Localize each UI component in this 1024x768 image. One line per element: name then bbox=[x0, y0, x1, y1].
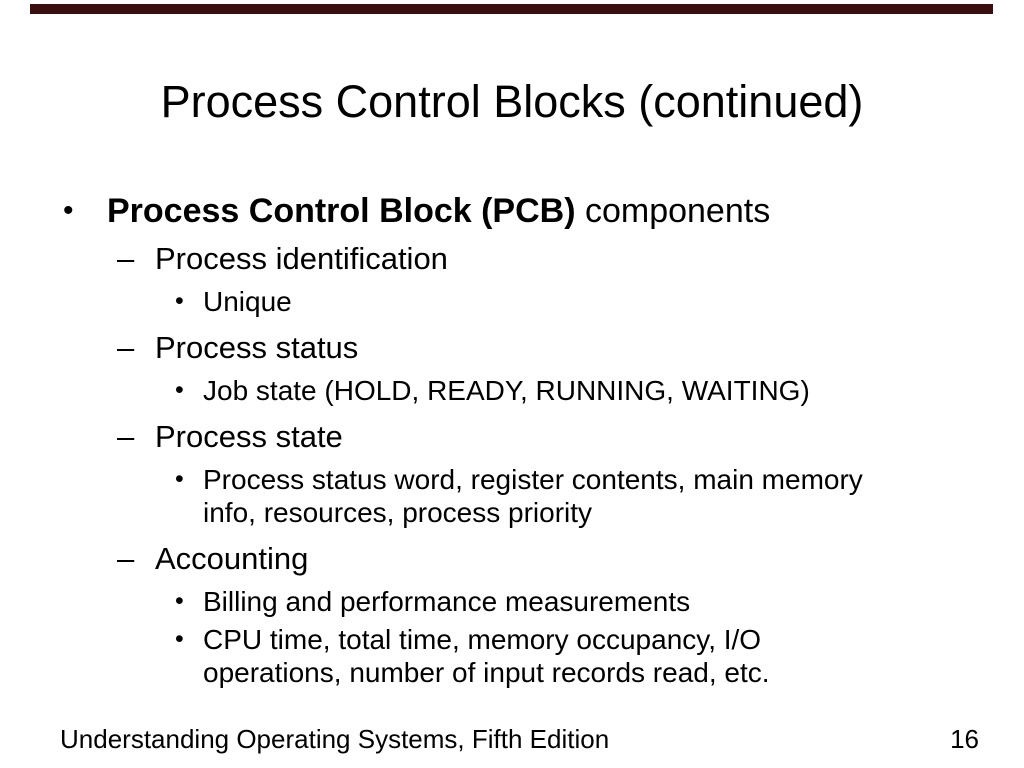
dash-marker: – bbox=[117, 241, 135, 276]
bullet-item-level-2: –Process state bbox=[0, 421, 1004, 453]
bullet-marker: • bbox=[175, 465, 184, 493]
bullet-text: Process identification bbox=[155, 241, 448, 276]
bullet-item-level-2: –Accounting bbox=[0, 543, 1004, 575]
bullet-item-level-3: • Unique bbox=[0, 285, 965, 318]
dash-marker: – bbox=[117, 330, 135, 365]
bullet-marker: • bbox=[63, 194, 74, 227]
bullet-item-level-3: • CPU time, total time, memory occupancy,… bbox=[0, 623, 965, 689]
bullet-text: Unique bbox=[203, 286, 292, 317]
bullet-marker: • bbox=[175, 625, 184, 653]
bullet-text: Accounting bbox=[155, 541, 309, 576]
footer-book-title: Understanding Operating Systems, Fifth E… bbox=[60, 724, 610, 754]
dash-marker: – bbox=[117, 541, 135, 576]
bullet-text: Process status word, register contents, … bbox=[203, 464, 863, 528]
bullet-text: Job state (HOLD, READY, RUNNING, WAITING… bbox=[203, 375, 810, 406]
bullet-text: CPU time, total time, memory occupancy, … bbox=[203, 624, 770, 688]
bullet-marker: • bbox=[175, 587, 184, 615]
bullet-text: Process Control Block (PCB) components bbox=[107, 192, 771, 230]
bullet-text: Process state bbox=[155, 419, 343, 454]
footer-page-number: 16 bbox=[950, 724, 979, 754]
bullet-text: Process status bbox=[155, 330, 359, 365]
bullet-marker: • bbox=[175, 376, 184, 404]
bullet-item-level-2: –Process status bbox=[0, 332, 1004, 364]
bullet-item-level-3: • Job state (HOLD, READY, RUNNING, WAITIN… bbox=[0, 374, 965, 407]
bullet-item-level-1: • Process Control Block (PCB) components bbox=[0, 193, 1004, 229]
bullet-item-level-2: –Process identification bbox=[0, 243, 1004, 275]
bullet-marker: • bbox=[175, 287, 184, 315]
bullet-list: • Process Control Block (PCB) components –… bbox=[0, 193, 1004, 689]
bullet-text-bold: Process Control Block (PCB) bbox=[107, 192, 576, 230]
bullet-item-level-3: • Process status word, register contents,… bbox=[0, 463, 965, 529]
top-accent-bar bbox=[30, 4, 993, 14]
slide-title: Process Control Blocks (continued) bbox=[160, 76, 864, 127]
dash-marker: – bbox=[117, 419, 135, 454]
bullet-item-level-3: • Billing and performance measurements bbox=[0, 585, 965, 618]
bullet-text: Billing and performance measurements bbox=[203, 586, 691, 617]
